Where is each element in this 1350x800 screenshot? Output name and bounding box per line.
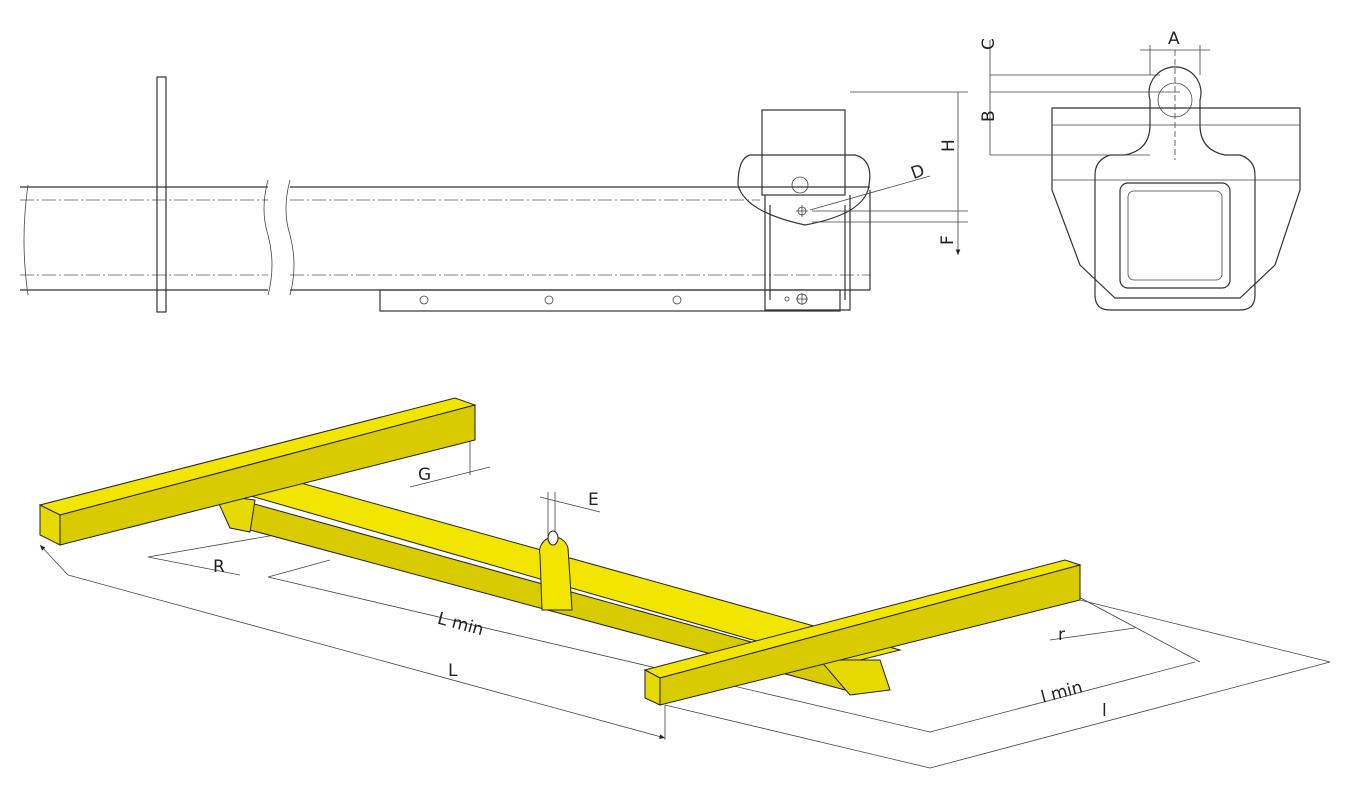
label-l-min: l min: [1039, 677, 1085, 707]
label-R: R: [213, 557, 225, 577]
iso-view: G E R L min L r l min l: [38, 397, 1331, 769]
right-crossbeam: [643, 559, 1082, 706]
label-C: C: [979, 38, 999, 50]
label-L-min: L min: [435, 609, 486, 640]
label-H: H: [939, 139, 959, 152]
lifting-lug: [539, 530, 573, 611]
label-l: l: [1102, 701, 1107, 721]
side-view: D H F: [20, 76, 968, 313]
label-A: A: [1168, 29, 1180, 49]
left-crossbeam: [38, 397, 477, 546]
label-G: G: [418, 465, 431, 485]
label-E: E: [588, 490, 599, 510]
label-r: r: [1058, 625, 1065, 645]
label-B: B: [979, 110, 999, 122]
end-view: A B C: [979, 29, 1301, 311]
label-D: D: [908, 161, 927, 184]
label-L: L: [448, 661, 458, 681]
label-F: F: [938, 235, 958, 245]
